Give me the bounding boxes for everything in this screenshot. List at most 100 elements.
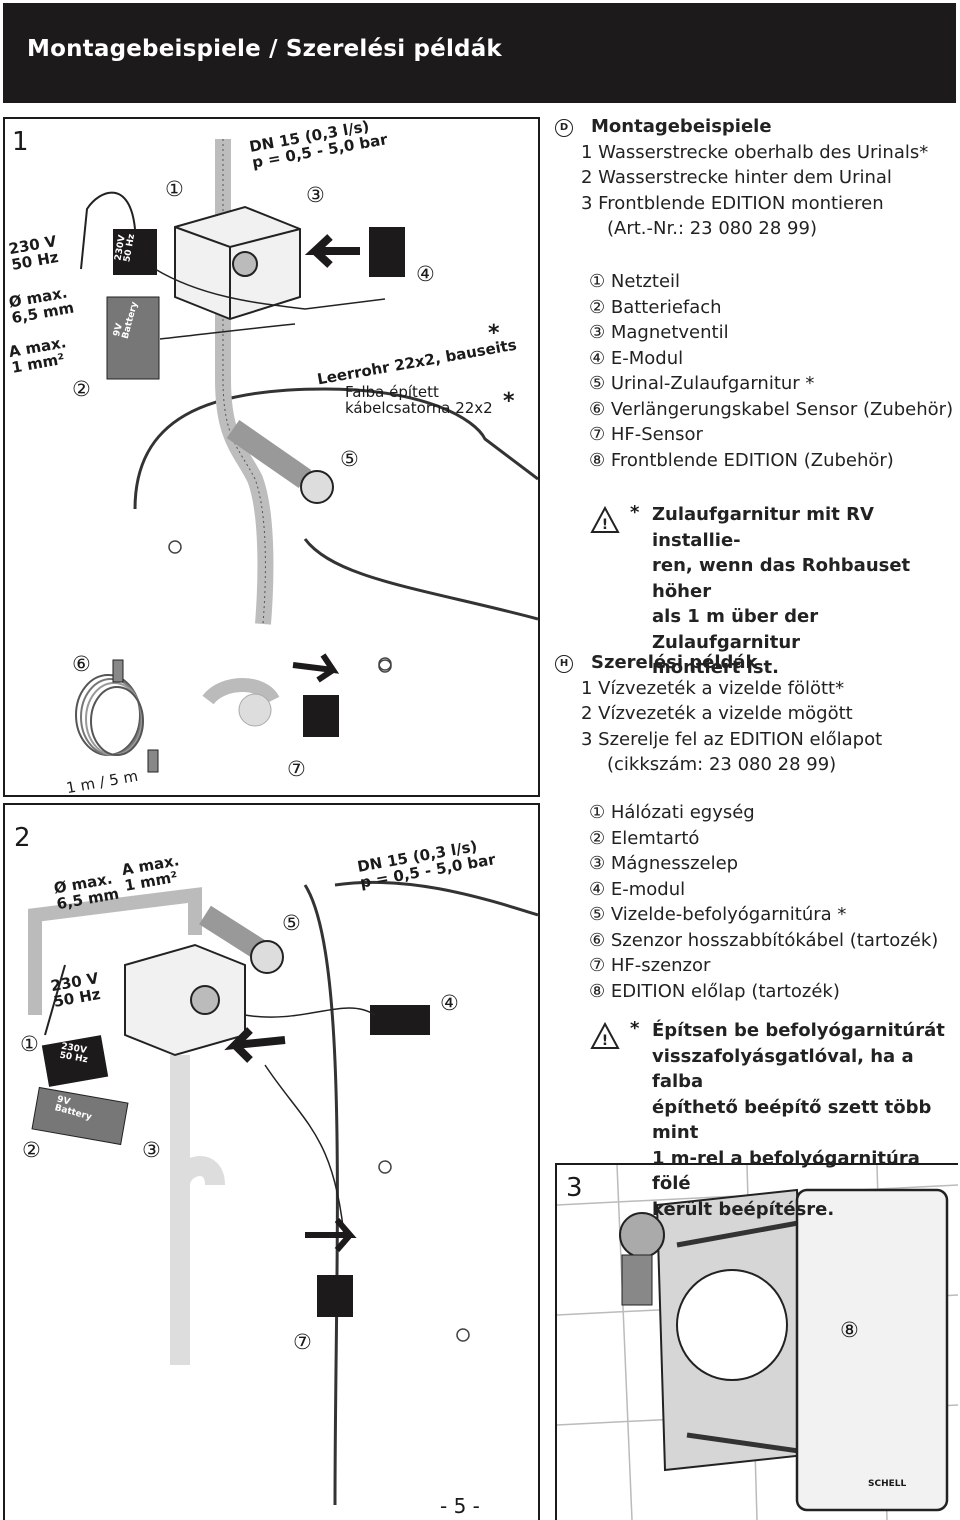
e-module <box>369 227 405 277</box>
mid-marker-6: ⑥ <box>72 652 91 676</box>
hungarian-part-7: ⑦ HF-szenzor <box>589 955 711 976</box>
german-part-4: ④ E-Modul <box>589 347 684 369</box>
fig1-star-1: * <box>488 321 500 346</box>
hungarian-item-3-cont: (cikkszám: 23 080 28 99) <box>607 754 837 775</box>
mains-cable <box>44 964 66 1036</box>
urinal-hole-left <box>168 540 182 554</box>
front-plate <box>795 1188 949 1512</box>
fig2-marker-5: ⑤ <box>282 911 301 935</box>
drain-pipe <box>170 1055 225 1365</box>
warning-icon: ! <box>590 506 620 533</box>
outlet-pipe <box>226 419 312 489</box>
german-warning-line-3: als 1 m über der Zulaufgarnitur <box>652 606 819 653</box>
front-plate-brand: SCHELL <box>868 1479 907 1489</box>
urinal-outline <box>334 880 538 917</box>
signal-cable <box>244 1007 376 1018</box>
figure-1-illustration <box>80 139 538 673</box>
valve-box <box>174 205 301 321</box>
german-part-7: ⑦ HF-Sensor <box>589 424 703 445</box>
arrow-left <box>224 1027 286 1063</box>
outlet-pipe-outline <box>202 678 280 705</box>
german-item-1: 1 Wasserstrecke oberhalb des Urinals* <box>581 141 929 163</box>
language-marker-h: H <box>555 655 573 673</box>
german-parts-list: ① Netzteil ② Batteriefach ③ Magnetventil… <box>589 269 960 473</box>
power-supply <box>41 1035 109 1087</box>
hungarian-warning-line-4: 1 m-rel a befolyógarnitúra fölé <box>652 1147 920 1195</box>
fig2-marker-1: ① <box>20 1032 39 1056</box>
coiled-cable <box>75 674 144 756</box>
hungarian-part-1: ① Hálózati egység <box>589 802 755 823</box>
hungarian-warning-line-5: került beépítésre. <box>652 1198 835 1220</box>
flex-conduit <box>215 139 274 625</box>
page-header: Montagebeispiele / Szerelési példák <box>3 3 956 103</box>
hungarian-part-6: ⑥ Szenzor hosszabbítókábel (tartozék) <box>589 929 939 951</box>
german-part-5: ⑤ Urinal-Zulaufgarnitur * <box>589 373 815 394</box>
hungarian-warning-star: * <box>630 1018 640 1039</box>
e-module <box>370 1005 430 1035</box>
figure-2-panel <box>3 803 540 1520</box>
figure-3-illustration <box>557 1165 958 1520</box>
hungarian-item-2: 2 Vízvezeték a vizelde mögött <box>581 703 853 724</box>
sensor-cable <box>264 1064 346 1246</box>
fig3-marker-8: ⑧ <box>840 1318 859 1342</box>
mounting-frame <box>655 1188 898 1472</box>
urinal-outline <box>133 387 538 510</box>
svg-text:!: ! <box>602 1033 608 1049</box>
german-item-3: 3 Frontblende EDITION montieren <box>581 192 884 214</box>
fig1-marker-4: ④ <box>416 262 435 286</box>
figure-1-panel <box>3 117 540 797</box>
warning-icon: ! <box>590 1022 620 1049</box>
figure-3-number: 3 <box>566 1173 583 1203</box>
urinal-bowl <box>303 884 339 1506</box>
hungarian-warning-line-1: Építsen be befolyógarnitúrát <box>652 1020 945 1041</box>
hungarian-parts-list: ① Hálózati egység ② Elemtartó ③ Mágnessz… <box>589 800 960 1004</box>
fig2-marker-7: ⑦ <box>293 1330 312 1354</box>
page-number: - 5 - <box>440 1494 480 1518</box>
battery-pack <box>106 296 160 380</box>
figure-1-number: 1 <box>12 127 29 157</box>
figure-2-number: 2 <box>14 823 31 853</box>
page-title: Montagebeispiele / Szerelési példák <box>27 36 502 62</box>
german-warning-line-2: ren, wenn das Rohbauset höher <box>652 555 911 602</box>
battery-pack <box>31 1086 129 1146</box>
fig1-star-2: * <box>503 389 515 414</box>
hungarian-part-4: ④ E-modul <box>589 878 686 900</box>
hungarian-part-8: ⑧ EDITION előlap (tartozék) <box>589 980 840 1002</box>
figure-2-illustration <box>28 880 538 1506</box>
hungarian-part-2: ② Elemtartó <box>589 827 700 849</box>
german-item-3-cont: (Art.-Nr.: 23 080 28 99) <box>607 218 817 239</box>
german-warning-line-1: Zulaufgarnitur mit RV installie- <box>652 504 874 551</box>
middle-illustration <box>75 653 392 773</box>
hungarian-part-3: ③ Mágnesszelep <box>589 853 739 874</box>
hungarian-warning-line-2: visszafolyásgatlóval, ha a falba <box>652 1045 914 1093</box>
fig2-marker-4: ④ <box>440 991 459 1015</box>
fig1-marker-5: ⑤ <box>340 447 359 471</box>
mid-marker-7: ⑦ <box>287 757 306 781</box>
cable-plug-bottom <box>147 749 159 773</box>
valve-box <box>124 943 246 1057</box>
svg-text:!: ! <box>602 517 608 533</box>
german-part-6: ⑥ Verlängerungskabel Sensor (Zubehör) <box>589 398 954 420</box>
outlet-pipe <box>199 905 266 960</box>
fig2-marker-2: ② <box>22 1138 41 1162</box>
fig1-marker-1: ① <box>165 177 184 201</box>
german-part-8: ⑧ Frontblende EDITION (Zubehör) <box>589 449 894 471</box>
hungarian-part-5: ⑤ Vizelde-befolyógarnitúra * <box>589 904 847 925</box>
arrow-left <box>304 234 360 268</box>
german-warning-line-4: montiert ist. <box>652 657 779 678</box>
hungarian-item-1: 1 Vízvezeték a vizelde fölött* <box>581 677 845 699</box>
hungarian-item-3: 3 Szerelje fel az EDITION előlapot <box>581 728 883 750</box>
language-marker-d: D <box>555 119 573 137</box>
mains-cable <box>80 191 136 270</box>
german-item-2: 2 Wasserstrecke hinter dem Urinal <box>581 167 892 188</box>
power-supply <box>113 229 157 275</box>
sensor-arrow <box>305 1218 357 1252</box>
valve-assembly <box>619 1212 665 1306</box>
grey-conduit <box>28 887 202 1015</box>
cable-plug-top <box>112 659 124 683</box>
hf-sensor <box>317 1275 353 1317</box>
signal-cable <box>154 268 386 310</box>
